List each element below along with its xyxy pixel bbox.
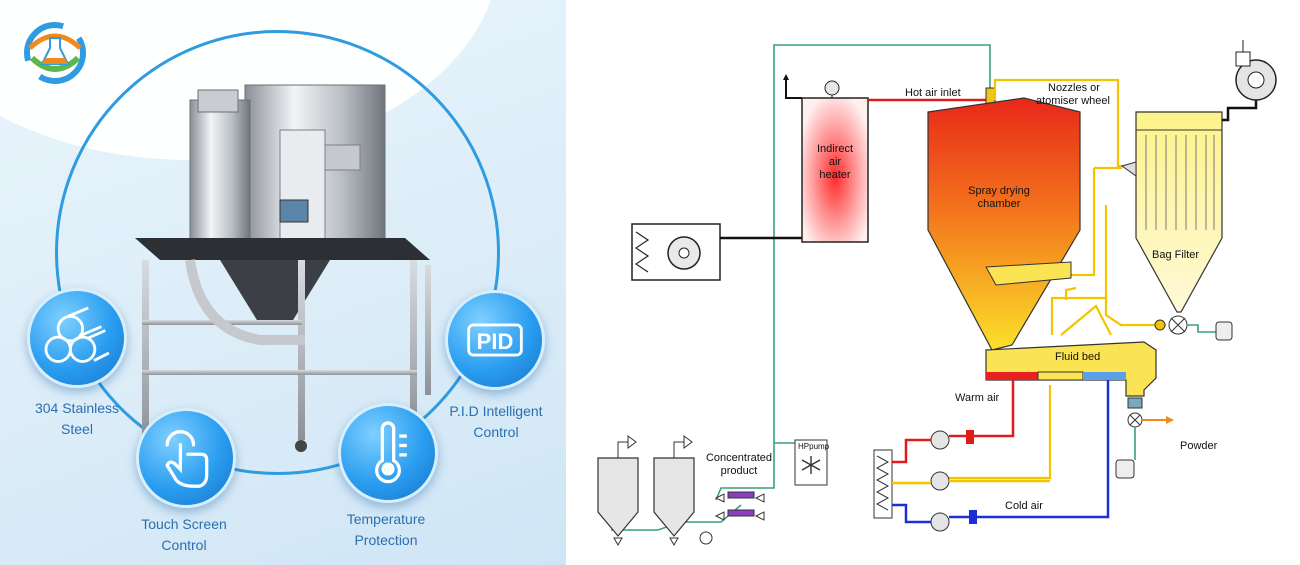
thermometer-icon (375, 421, 407, 484)
brand-logo (24, 22, 86, 84)
heater-line3: heater (819, 169, 851, 181)
product-feature-panel: 304 Stainless Steel Touch Screen Control… (0, 0, 566, 565)
powder-label: Powder (1180, 440, 1218, 452)
fluid-bed-label: Fluid bed (1055, 351, 1101, 363)
heater-label: Indirect air heater (809, 143, 861, 182)
nozzles-line2: atomiser wheel (1036, 95, 1110, 107)
nozzles-label: Nozzles or atomiser wheel (1036, 82, 1110, 108)
heater-line2: air (828, 156, 842, 168)
hot-air-inlet-label: Hot air inlet (905, 87, 961, 99)
pid-line2: Control (473, 424, 519, 440)
cold-air-line (949, 380, 1110, 519)
temperature-label: Temperature Protection (316, 509, 456, 551)
temperature-line1: Temperature (346, 511, 426, 527)
stainless-steel-label: 304 Stainless Steel (7, 398, 147, 440)
feed-tanks (597, 457, 695, 537)
fluid-bed (985, 341, 1157, 397)
stainless-steel-feature (27, 288, 127, 388)
chamber-label: Spray drying chamber (954, 185, 1044, 211)
warm-air-label: Warm air (955, 392, 1000, 404)
touch-line2: Control (161, 537, 207, 553)
steel-line1: 304 Stainless (34, 400, 120, 416)
temperature-feature (338, 403, 438, 503)
spray-drying-chamber (927, 97, 1081, 351)
concentrated-product-label: Concentrated product (699, 452, 779, 478)
main-fan (631, 223, 721, 281)
concentrated-line2: product (720, 465, 758, 477)
outlet-pump (1215, 321, 1233, 341)
chamber-line1: Spray drying (968, 185, 1030, 197)
chamber-line2: chamber (977, 198, 1021, 210)
pid-control-label: P.I.D Intelligent Control (426, 401, 566, 443)
heater-line1: Indirect (816, 143, 854, 155)
pid-line1: P.I.D Intelligent (449, 403, 543, 419)
touch-screen-feature (136, 408, 236, 508)
bag-filter-label: Bag Filter (1152, 249, 1200, 261)
pid-control-feature: PID (445, 290, 545, 390)
pid-icon (467, 323, 523, 357)
touch-screen-label: Touch Screen Control (114, 514, 254, 556)
spray-drying-process-diagram: Hot air inlet Nozzles or atomiser wheel … (566, 0, 1300, 565)
process-diagram-svg (597, 40, 1277, 547)
touch-hand-icon (165, 430, 209, 488)
hp-pump-label: HPpump (798, 442, 830, 451)
indirect-air-heater (801, 97, 869, 243)
spray-dryer-machine-image (135, 84, 431, 456)
concentrate-valves (714, 491, 765, 521)
nozzles-line1: Nozzles or (1048, 82, 1100, 94)
pid-icon-text: PID (476, 329, 514, 354)
bag-filter (1120, 111, 1223, 313)
air-supply-fans (873, 430, 950, 532)
feature-ring (55, 30, 500, 475)
touch-line1: Touch Screen (141, 516, 227, 532)
temperature-line2: Protection (354, 532, 418, 548)
concentrated-line1: Concentrated (705, 452, 773, 464)
cold-air-label: Cold air (1005, 500, 1043, 512)
steel-pipes-icon (44, 306, 110, 363)
warm-air-line (949, 380, 1015, 438)
steel-line2: Steel (61, 421, 93, 437)
